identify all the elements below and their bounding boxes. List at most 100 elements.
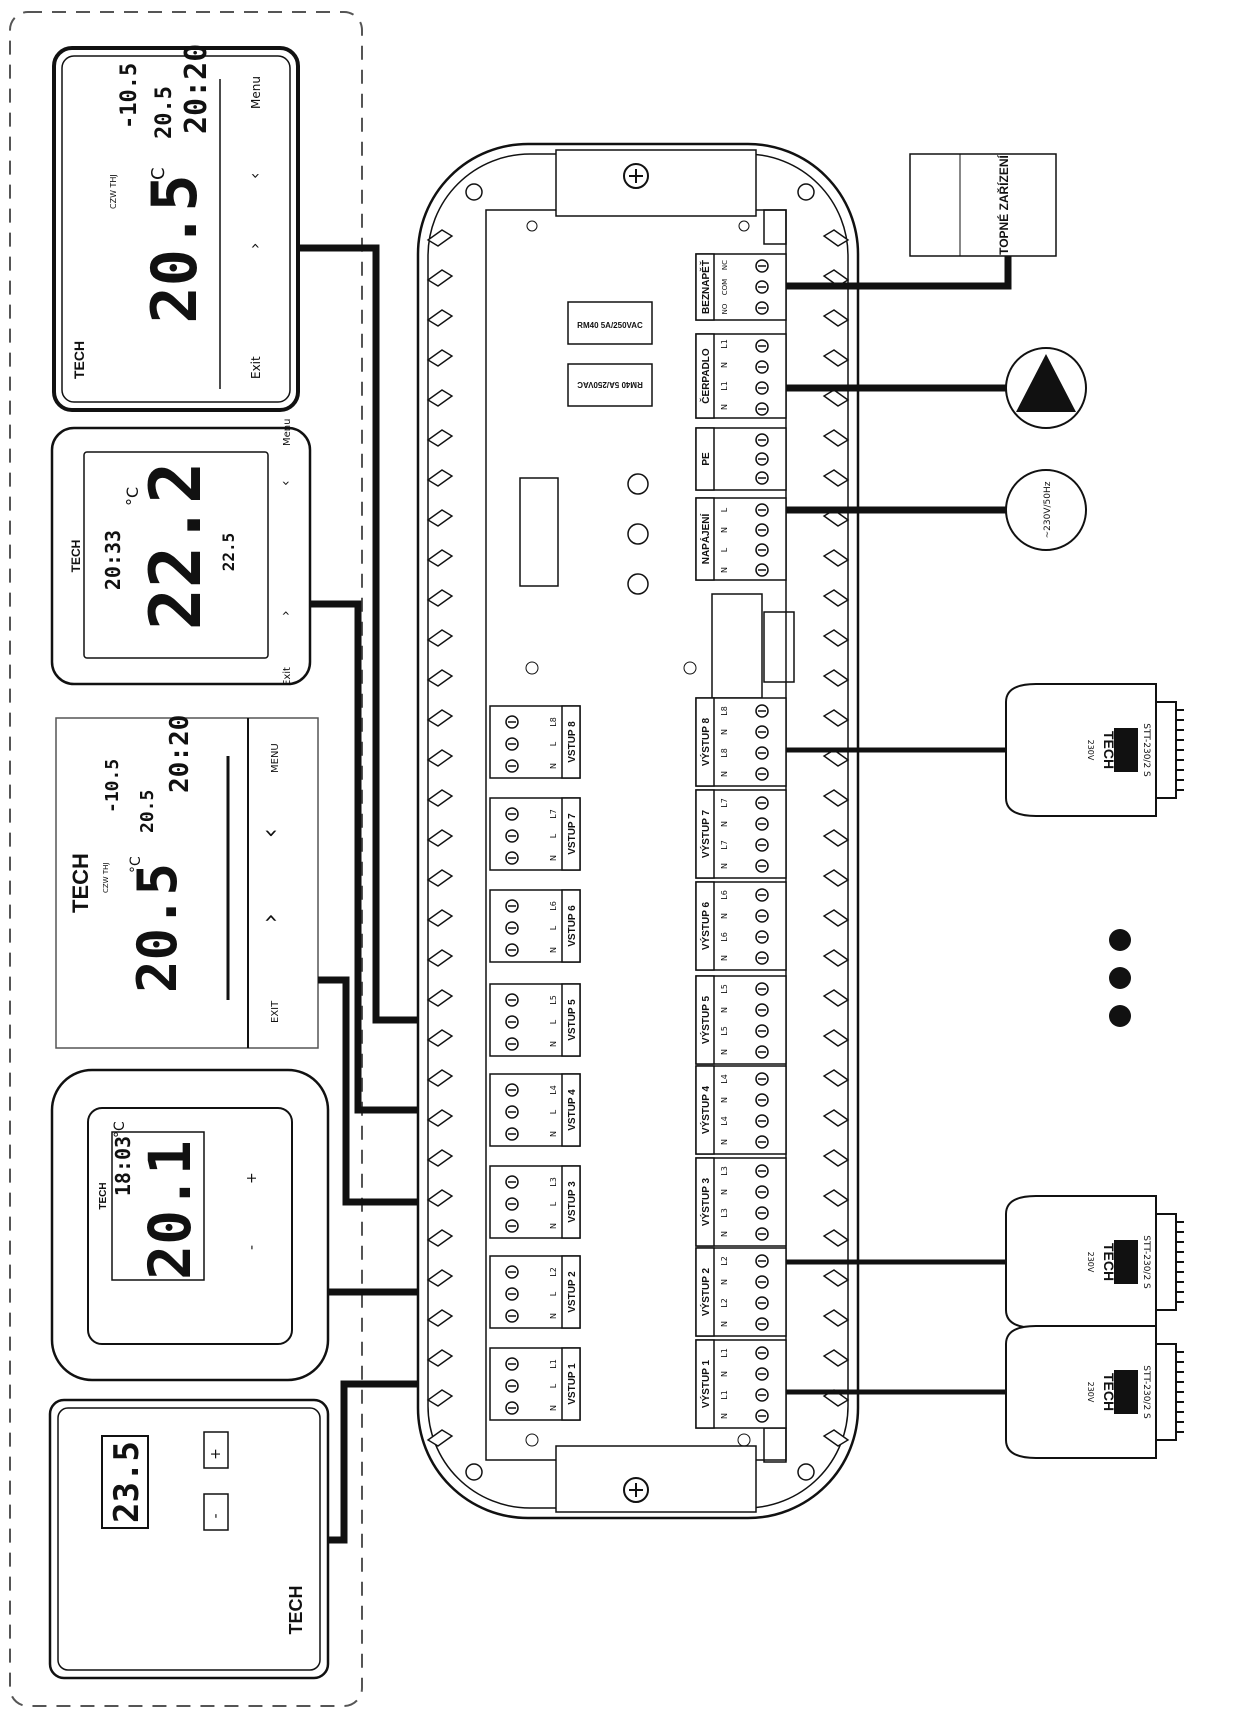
thermostat-3: TECH 20.5 °C -10.5 20.5 20:20 CZW THJ ME… [55,715,319,1049]
cable-clamp [426,269,454,287]
actuator-brand: TECH [1101,731,1117,769]
thermostat-5-plus-button: + [208,1448,224,1460]
input-terminal-5-label: VSTUP 5 [567,999,578,1041]
thermostat-3-temperature: 20.5 [126,863,189,993]
actuator-model-label: STT-230/2 S [1141,723,1151,777]
led-icon [627,523,649,545]
cable-clamp [426,669,454,687]
power-supply-label: ~230V/50Hz [1043,481,1053,538]
actuator-logo [1114,1370,1138,1414]
pin-label: N [720,404,729,410]
pin-label: L [549,1109,558,1114]
actuator-brand: TECH [1101,1243,1117,1281]
pin-label: N [549,1313,558,1319]
more-dot [1109,967,1131,989]
cable-clamp [426,1309,454,1327]
thermostat-2-brand: TECH [69,540,83,573]
cable-clamp [426,1029,454,1047]
svg-text:NC: NC [721,260,729,270]
pin-label: N [720,1007,729,1013]
cable-clamp [426,1269,454,1287]
pin-label: L3 [720,1166,729,1176]
cable-clamp [822,1349,850,1367]
cable-clamp [822,589,850,607]
pin-label: L2 [720,1256,729,1266]
pin-label: N [549,947,558,953]
actuator-model-label: STT-230/2 S [1141,1365,1151,1419]
thermostat-3-outside-temp: -10.5 [102,759,123,813]
thermostat-4-minus-button: - [244,1245,260,1250]
cable-clamp [822,749,850,767]
pin-label: L3 [549,1177,558,1187]
pin-label: N [720,567,729,573]
pin-label: L1 [720,1348,729,1358]
input-terminal-3-label: VSTUP 3 [567,1181,578,1223]
cable-clamp [426,1229,454,1247]
thermostat-2-right-arrow: › [278,610,294,616]
thermostat-1-left-arrow: ‹ [245,173,264,179]
cable-clamp [426,829,454,847]
pin-label: N [549,763,558,769]
pin-label: N [720,821,729,827]
thermostat-2-time: 20:33 [101,530,125,590]
cable-clamp [426,229,454,247]
power-supply: ~230V/50Hz [786,469,1087,551]
pin-label: N [720,863,729,869]
pin-label: N [549,1131,558,1137]
pin-label: N [720,527,729,533]
thermostat-2-exit-label: Exit [282,667,293,686]
actuator-logo [1114,728,1138,772]
output-terminal-1-label: VÝSTUP 1 [699,1359,712,1408]
pin-label: N [720,1321,729,1327]
cable-clamp [822,389,850,407]
thermostat-3-exit-label: EXIT [270,1000,281,1023]
pin-label: N [549,1041,558,1047]
pin-label: N [549,1405,558,1411]
pin-label: L5 [720,1026,729,1036]
more-dot [1109,1005,1131,1027]
pin-label: N [720,1231,729,1237]
pin-label: L1 [720,339,729,349]
cable-clamp [822,1309,850,1327]
pin-label: L5 [720,984,729,994]
thermostat-5-minus-button: - [208,1513,224,1518]
cable-clamp [426,309,454,327]
cable-clamp [822,949,850,967]
pe-terminal: PE [695,427,787,491]
cable-clamp [822,1429,850,1447]
pin-label: L6 [720,932,729,942]
pin-label: L1 [720,381,729,391]
cable-clamp [822,629,850,647]
cable-clamp [426,949,454,967]
cable-clamp [426,389,454,407]
controller-housing [416,142,860,1520]
relay-2-label: RM40 5A/250VAC [577,380,643,389]
cable-clamp [426,909,454,927]
pin-label: L5 [549,995,558,1005]
pin-label: L [549,1291,558,1296]
cable-clamp [426,429,454,447]
thermostat-4-brand: TECH [98,1182,109,1209]
heating-device: TOPNÉ ZAŘÍZENÍ [786,153,1057,290]
thermostat-1-temperature: 20.5 [138,174,211,323]
thermostat-3-brand: TECH [68,853,93,913]
pin-label: N [720,1279,729,1285]
thermostat-4-unit: °C [112,1121,128,1138]
thermostat-4-time: 18:03 [111,1136,135,1196]
actuator-rating: 230V [1086,1382,1095,1403]
thermostat-3-time: 20:20 [165,715,195,793]
thermostat-3-unit: °C [128,856,144,873]
output-terminal-3-label: VÝSTUP 3 [699,1177,712,1226]
more-dot [1109,929,1131,951]
pin-label: L1 [549,1359,558,1369]
cable-clamp [426,789,454,807]
cable-clamp [426,1069,454,1087]
svg-text:COM: COM [721,279,729,295]
thermostat-5-brand: TECH [286,1586,306,1635]
